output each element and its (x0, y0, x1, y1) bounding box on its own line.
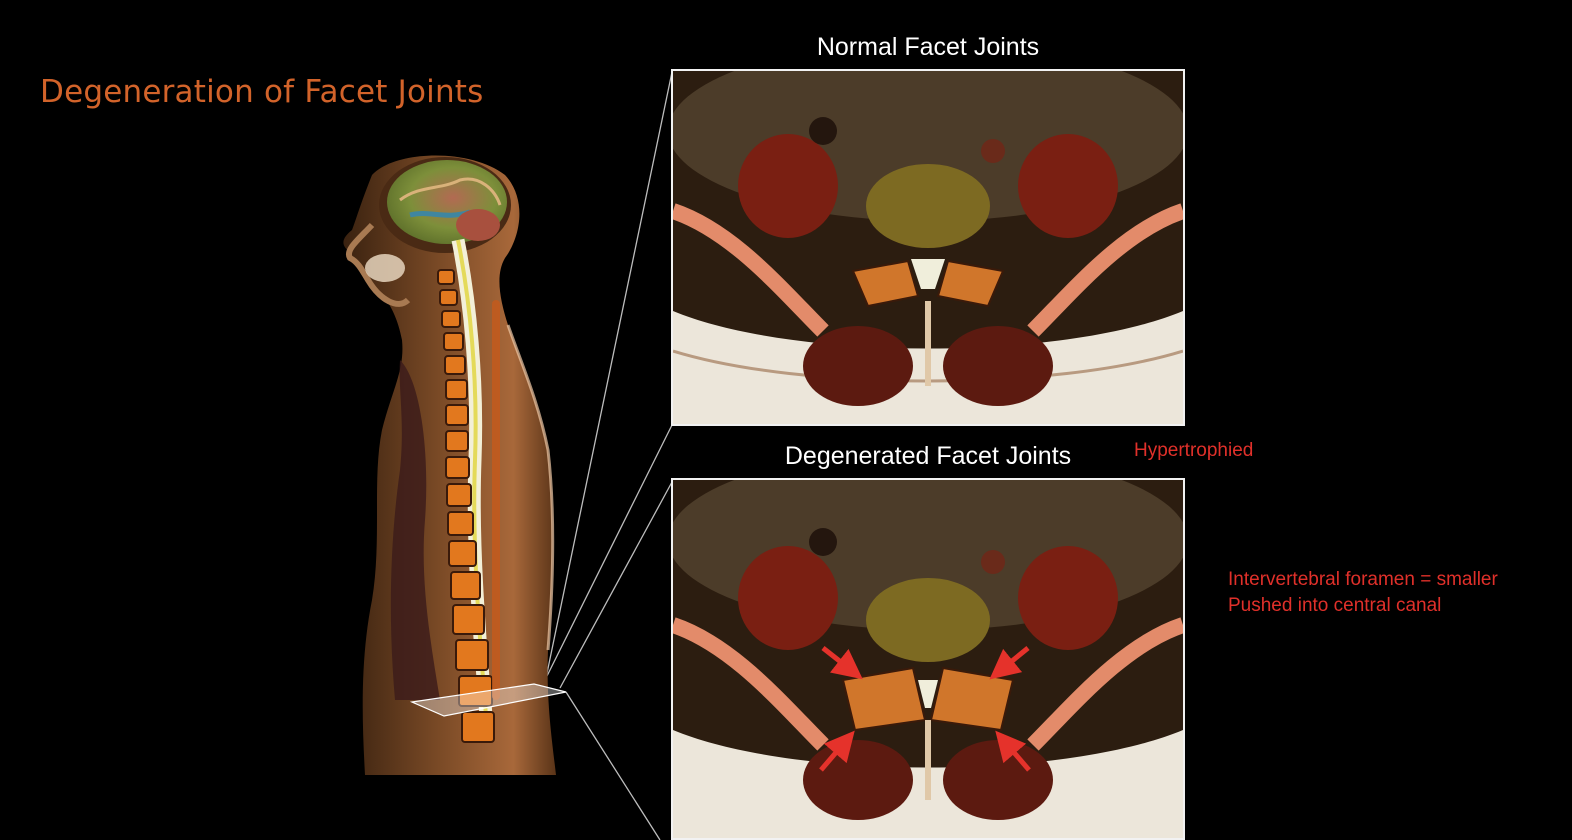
foramen-annotation: Intervertebral foramen = smaller Pushed … (1228, 567, 1498, 619)
slide-title: Degeneration of Facet Joints (40, 74, 484, 110)
slice-plane (409, 683, 567, 717)
normal-panel-caption: Normal Facet Joints (816, 33, 1040, 61)
normal-facet-joints (851, 259, 1005, 308)
normal-facet-mri-panel (671, 69, 1185, 426)
degenerated-panel-caption: Degenerated Facet Joints (784, 442, 1072, 470)
degenerated-facet-mri-panel (671, 478, 1185, 840)
hypertrophied-annotation: Hypertrophied (1134, 440, 1254, 461)
foramen-annotation-line-1: Intervertebral foramen = smaller (1228, 569, 1498, 590)
red-arrow-icon (819, 646, 1031, 772)
foramen-annotation-line-2: Pushed into central canal (1228, 595, 1442, 616)
vertebral-column (437, 269, 495, 743)
zoom-lines (545, 71, 673, 840)
